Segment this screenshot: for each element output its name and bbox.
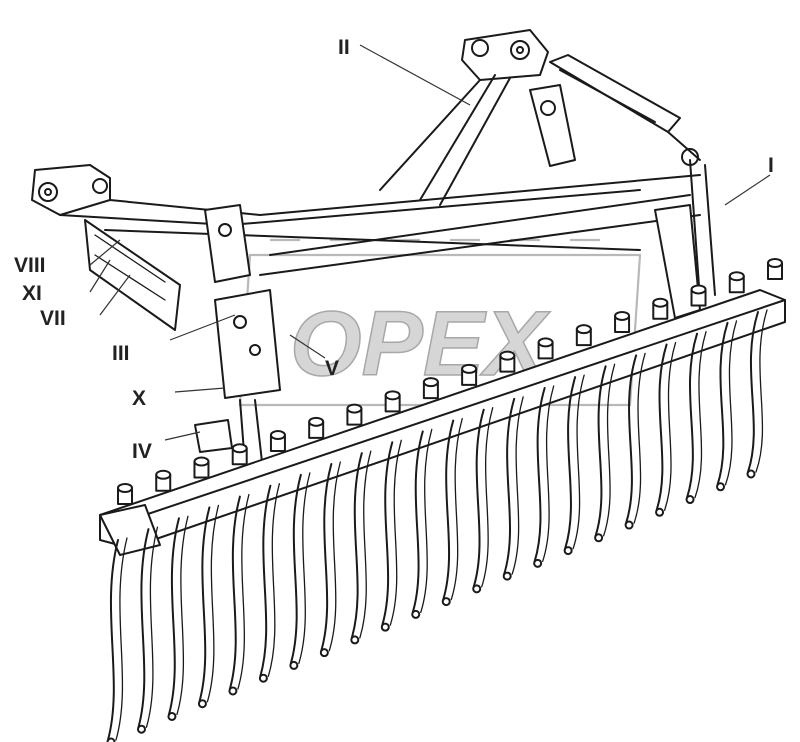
spring-tine-edge xyxy=(328,461,341,652)
tine-tip xyxy=(350,635,360,645)
callout-X: X xyxy=(132,387,146,410)
tine-tip xyxy=(380,622,390,632)
tine-tip xyxy=(319,648,329,658)
spring-tine xyxy=(320,463,333,652)
bar-bolt-head xyxy=(652,297,669,308)
bar-bolt-head xyxy=(461,363,478,374)
tine-tip xyxy=(411,609,421,619)
bar-bolt-head xyxy=(269,430,286,441)
spring-tine xyxy=(472,408,485,588)
spring-tine xyxy=(625,354,638,525)
spring-tine-edge xyxy=(206,504,220,703)
tine-tip xyxy=(655,507,665,517)
spring-tine-edge xyxy=(572,374,585,550)
bar-bolt-head xyxy=(614,310,631,321)
spring-tine xyxy=(137,528,150,729)
tine-tip xyxy=(136,724,146,734)
spring-tine-edge xyxy=(602,363,616,537)
spring-tine xyxy=(594,365,607,537)
spring-tine-edge xyxy=(481,407,494,588)
callout-VIII: VIII xyxy=(14,254,46,277)
spring-tine-edge xyxy=(663,341,677,511)
bar-bolt-head xyxy=(155,469,172,480)
spring-tine xyxy=(716,321,729,486)
spring-tine xyxy=(289,473,302,665)
callout-XI: XI xyxy=(22,282,42,305)
bar-bolt-head xyxy=(308,416,325,427)
spring-tine xyxy=(655,343,668,512)
tine-tip xyxy=(258,673,268,683)
spring-tine-edge xyxy=(694,331,707,499)
tine-tip xyxy=(533,558,543,568)
bar-bolts xyxy=(117,258,783,505)
tine-tip xyxy=(685,495,695,505)
spring-tine-edge xyxy=(450,417,463,601)
spring-tine-edge xyxy=(145,526,159,728)
tine-tip xyxy=(563,546,573,556)
tine-tip xyxy=(624,520,634,530)
tine-tip xyxy=(716,482,726,492)
bar-bolt-head xyxy=(690,284,707,295)
spring-tine-edge xyxy=(755,309,768,473)
spring-tine xyxy=(198,506,211,703)
spring-tine-edge xyxy=(176,515,189,716)
spring-tine-edge xyxy=(389,439,402,626)
callout-I: I xyxy=(768,154,774,177)
leader-lines xyxy=(89,44,771,441)
tine-tip xyxy=(441,597,451,607)
callout-II: II xyxy=(338,36,350,59)
spring-tine-edge xyxy=(633,352,646,524)
tine-tip xyxy=(167,711,177,721)
callout-labels: II I VIII XI VII III V X IV xyxy=(14,36,774,463)
bar-bolt-head xyxy=(384,390,401,401)
spring-tine-edge xyxy=(359,450,372,639)
spring-tine xyxy=(228,495,241,690)
spring-tine xyxy=(503,397,516,576)
bar-bolt-head xyxy=(767,258,783,268)
bar-bolt-head xyxy=(231,443,248,454)
callout-V: V xyxy=(325,357,339,380)
spring-tine xyxy=(411,430,424,614)
spring-tine-edge xyxy=(237,493,250,690)
spring-tine xyxy=(167,517,180,716)
bar-bolt-head xyxy=(193,456,210,467)
spring-tines xyxy=(106,309,768,742)
spring-tine-edge xyxy=(420,428,433,614)
spring-tine xyxy=(533,387,546,563)
bar-bolt-head xyxy=(117,483,133,493)
spring-tine xyxy=(350,452,363,639)
callout-IV: IV xyxy=(132,440,152,463)
spring-tine-edge xyxy=(542,385,555,562)
tine-tip xyxy=(197,699,207,709)
spring-tine xyxy=(442,419,455,601)
tine-tip xyxy=(594,533,604,543)
bar-bolt-head xyxy=(422,377,439,388)
tine-tip xyxy=(502,571,512,581)
spring-tine-edge xyxy=(115,537,128,741)
bar-bolt-head xyxy=(499,350,516,361)
spring-tine xyxy=(747,311,759,473)
tine-tip xyxy=(472,584,482,594)
spring-tine-edge xyxy=(511,396,524,575)
spring-tine xyxy=(564,376,577,550)
bar-bolt-head xyxy=(728,271,745,282)
tine-tip xyxy=(289,660,299,670)
bar-bolt-head xyxy=(346,403,363,414)
spring-tine-edge xyxy=(298,472,311,665)
spring-tine-edge xyxy=(267,483,281,677)
spring-tine-edge xyxy=(724,320,738,486)
callout-III: III xyxy=(112,342,130,365)
tine-tip xyxy=(106,737,116,742)
bar-bolt-head xyxy=(575,324,592,335)
hitch-frame xyxy=(31,29,716,466)
callout-VII: VII xyxy=(40,307,66,330)
spring-tine xyxy=(259,484,272,678)
spring-tine xyxy=(381,441,394,627)
tine-tip xyxy=(746,469,756,479)
spring-tine xyxy=(686,332,699,499)
bar-bolt-head xyxy=(537,337,554,348)
spring-tine xyxy=(107,539,119,741)
tine-tip xyxy=(228,686,238,696)
